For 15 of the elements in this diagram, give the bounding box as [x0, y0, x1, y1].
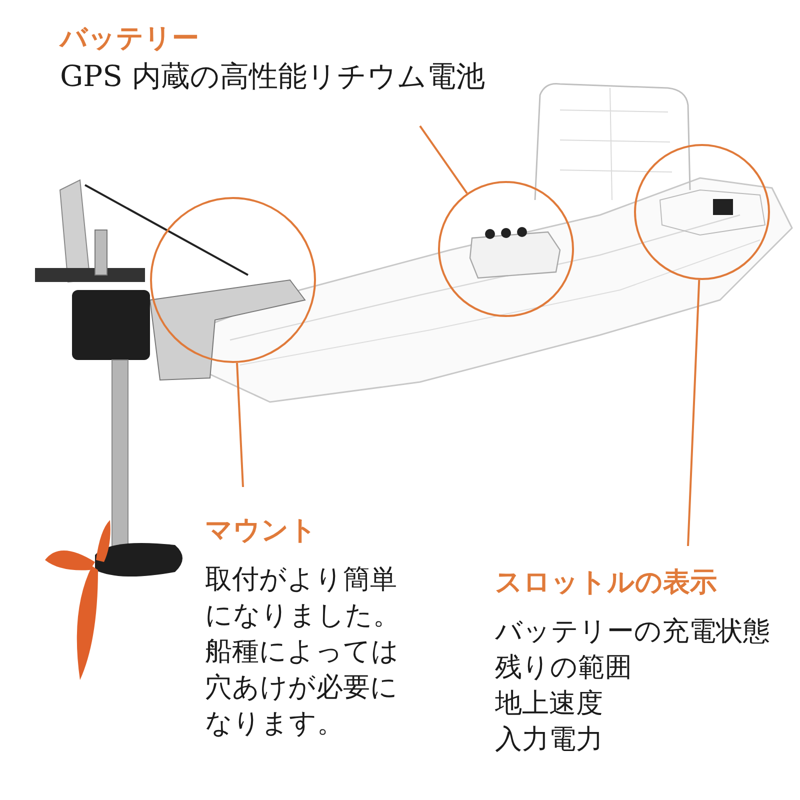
- callout-heading: バッテリー: [60, 22, 199, 56]
- list-item: 入力電力: [495, 723, 604, 757]
- callout-heading: マウント: [205, 514, 317, 548]
- highlight-circle: [150, 197, 316, 363]
- callout-heading: スロットルの表示: [495, 566, 717, 600]
- list-item: 地上速度: [495, 687, 604, 721]
- callout-text: 取付がより簡単になりました。船種によっては穴あけが必要になります。: [205, 563, 400, 741]
- highlight-circle: [634, 144, 770, 280]
- highlight-circle: [438, 181, 574, 317]
- list-item: バッテリーの充電状態: [495, 615, 771, 649]
- leader-line: [236, 362, 244, 488]
- leader-line: [419, 125, 468, 194]
- callout-text: GPS 内蔵の高性能リチウム電池: [60, 58, 486, 94]
- leader-line: [687, 280, 700, 546]
- list-item: 残りの範囲: [495, 651, 633, 685]
